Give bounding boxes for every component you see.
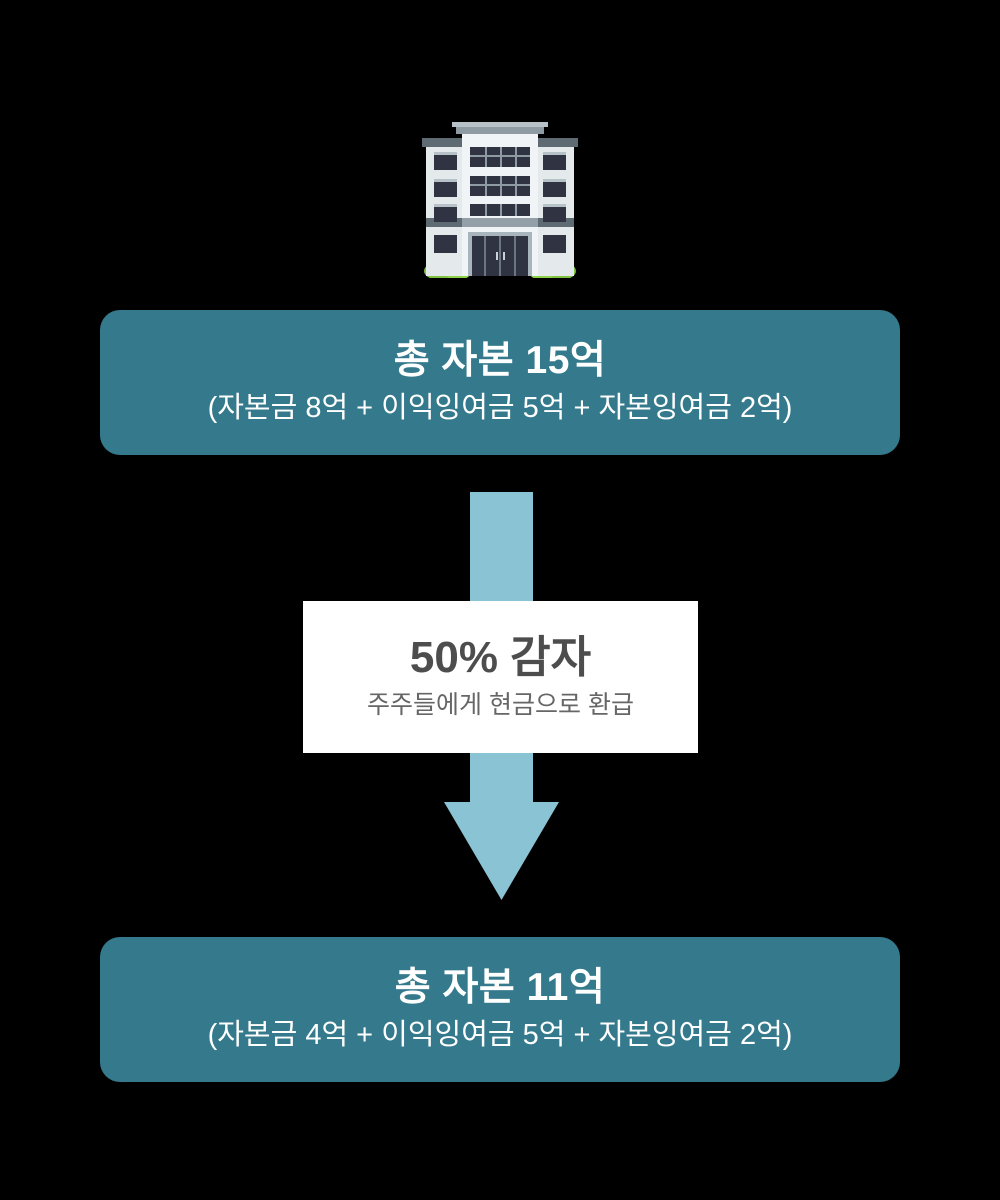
capital-after-box: 총 자본 11억 (자본금 4억 + 이익잉여금 5억 + 자본잉여금 2억) <box>100 937 900 1082</box>
reduction-subtext: 주주들에게 현금으로 환급 <box>367 690 634 719</box>
capital-before-breakdown: (자본금 8억 + 이익잉여금 5억 + 자본잉여금 2억) <box>207 392 793 425</box>
office-building-icon <box>418 122 582 278</box>
capital-before-box: 총 자본 15억 (자본금 8억 + 이익잉여금 5억 + 자본잉여금 2억) <box>100 310 900 455</box>
reduction-headline: 50% 감자 <box>409 633 592 683</box>
capital-after-title: 총 자본 11억 <box>394 966 606 1010</box>
capital-after-breakdown: (자본금 4억 + 이익잉여금 5억 + 자본잉여금 2억) <box>207 1019 793 1052</box>
reduction-callout: 50% 감자 주주들에게 현금으로 환급 <box>303 601 698 753</box>
capital-before-title: 총 자본 15억 <box>393 339 607 383</box>
